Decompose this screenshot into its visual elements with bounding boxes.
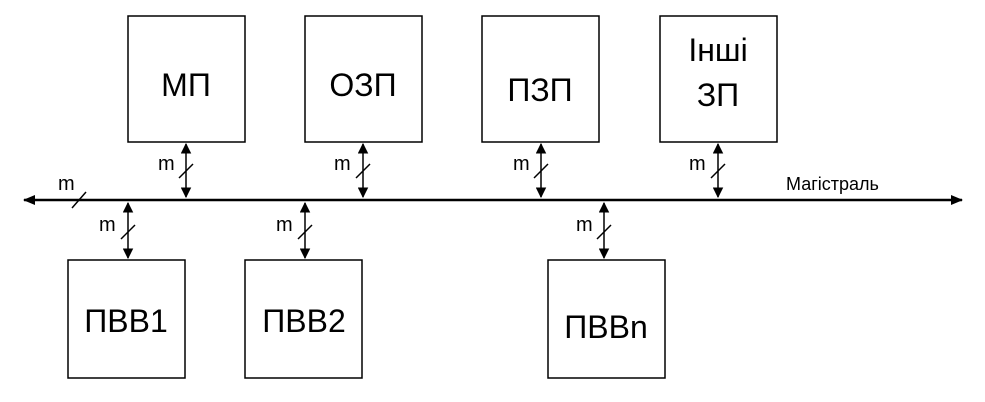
connector-pvv2-label: m (276, 214, 293, 236)
block-other-mem: Інші ЗП m (659, 15, 778, 199)
connector-ozp-tick (355, 163, 371, 179)
block-pvv1-label: ПВВ1 (84, 303, 167, 339)
connector-pvv2-tick (297, 224, 313, 240)
block-pvvn-label: ПВВn (564, 309, 647, 345)
connector-ozp-label: m (334, 153, 351, 175)
block-mp-label: МП (161, 67, 211, 103)
block-pzp-label: ПЗП (507, 72, 572, 108)
bus-width-label: m (58, 173, 75, 195)
block-ozp-label: ОЗП (329, 67, 396, 103)
connector-pzp-tick (533, 163, 549, 179)
connector-pvvn-tick (596, 224, 612, 240)
block-pvv2-label: ПВВ2 (262, 303, 345, 339)
block-other-mem-label-line1: Інші (688, 32, 747, 68)
block-mp: МП m (127, 15, 246, 199)
bus-width-tick (71, 191, 87, 209)
block-ozp: ОЗП m (304, 15, 423, 199)
bus-label: Магістраль (786, 174, 879, 194)
block-pzp: ПЗП m (481, 15, 600, 199)
connector-pvv1-label: m (99, 214, 116, 236)
connector-pzp-label: m (513, 153, 530, 175)
block-pvvn: ПВВn m (547, 201, 666, 379)
block-pvv2: ПВВ2 m (244, 201, 363, 379)
connector-mp-label: m (158, 153, 175, 175)
block-pvv1: ПВВ1 m (67, 201, 186, 379)
connector-pvv1-tick (120, 224, 136, 240)
connector-mp-tick (178, 163, 194, 179)
connector-pvvn-label: m (576, 214, 593, 236)
connector-other-mem-tick (710, 163, 726, 179)
connector-other-mem-label: m (689, 153, 706, 175)
block-other-mem-label-line2: ЗП (697, 77, 739, 113)
